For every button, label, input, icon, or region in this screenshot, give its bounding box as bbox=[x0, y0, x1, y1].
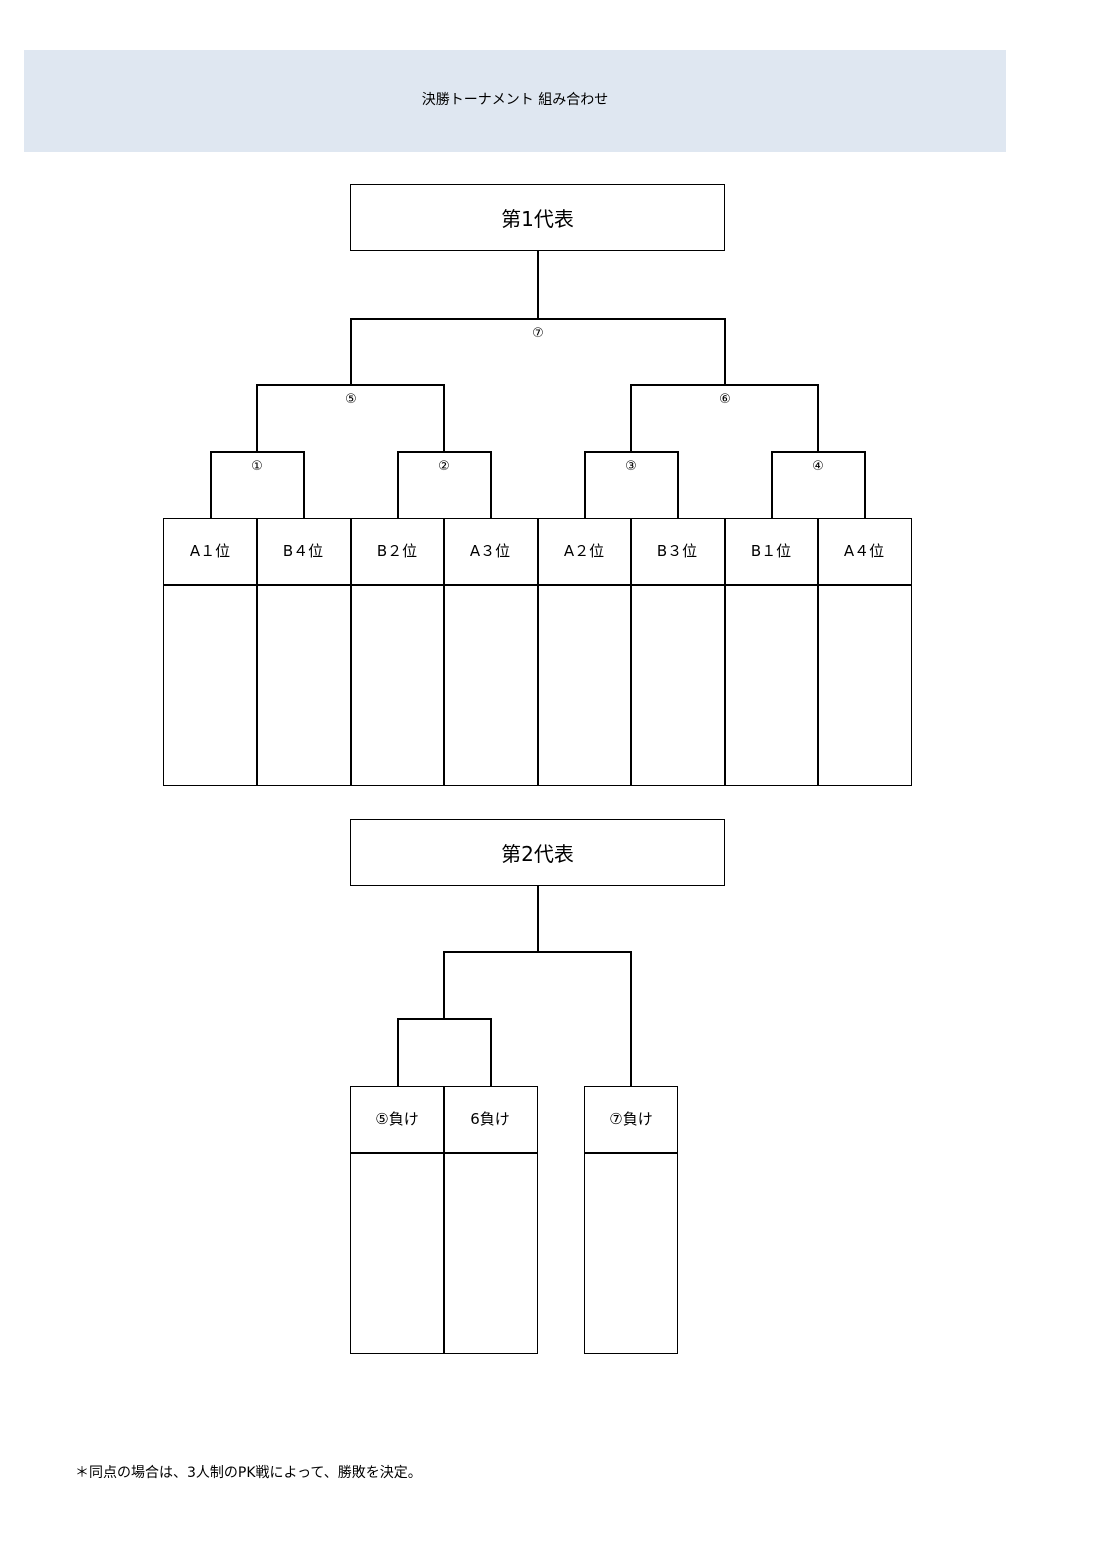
table-divider bbox=[630, 518, 632, 786]
second-representative-box: 第2代表 bbox=[350, 819, 725, 886]
bracket-line bbox=[350, 318, 352, 385]
table-divider bbox=[256, 518, 258, 786]
team-label-a1: A１位 bbox=[189, 542, 231, 560]
table-divider bbox=[817, 518, 819, 786]
bracket-line bbox=[677, 451, 679, 518]
table-divider bbox=[443, 518, 445, 786]
bracket-line bbox=[771, 451, 866, 453]
team-table bbox=[584, 1086, 678, 1354]
bracket-line bbox=[864, 451, 866, 518]
bracket-line bbox=[817, 384, 819, 451]
table-divider bbox=[350, 518, 352, 786]
bracket-line bbox=[210, 451, 212, 518]
team-label-a4: A４位 bbox=[843, 542, 885, 560]
team-label-a2: A２位 bbox=[563, 542, 605, 560]
match-number-2: ② bbox=[438, 459, 450, 474]
team-label-b4: B４位 bbox=[282, 542, 324, 560]
bracket-line bbox=[397, 1018, 399, 1086]
bracket-line bbox=[397, 451, 399, 518]
team-label-loser-7: ⑦負け bbox=[609, 1110, 653, 1128]
bracket-line bbox=[724, 318, 726, 385]
bracket-line bbox=[397, 451, 492, 453]
bracket-line bbox=[584, 451, 586, 518]
table-divider bbox=[537, 518, 539, 786]
bracket-line bbox=[630, 384, 632, 451]
second-representative-label: 第2代表 bbox=[501, 842, 574, 866]
match-number-1: ① bbox=[251, 459, 263, 474]
team-label-a3: A３位 bbox=[469, 542, 511, 560]
bracket-line bbox=[350, 318, 726, 320]
match-number-4: ④ bbox=[812, 459, 824, 474]
team-label-b3: B３位 bbox=[656, 542, 698, 560]
bracket-line bbox=[537, 886, 539, 952]
team-label-loser-5: ⑤負け bbox=[375, 1110, 419, 1128]
bracket-line bbox=[537, 251, 539, 318]
bracket-line bbox=[443, 951, 445, 1019]
bracket-line bbox=[210, 451, 305, 453]
bracket-line bbox=[256, 384, 445, 386]
team-label-loser-6: 6負け bbox=[470, 1110, 510, 1128]
bracket-line bbox=[397, 1018, 492, 1020]
bracket-line bbox=[443, 951, 632, 953]
footnote: ＊同点の場合は、3人制のPK戦によって、勝敗を決定。 bbox=[75, 1465, 422, 1481]
team-label-b1: B１位 bbox=[750, 542, 792, 560]
match-number-7: ⑦ bbox=[532, 326, 544, 341]
bracket-line bbox=[630, 951, 632, 1086]
first-representative-box: 第1代表 bbox=[350, 184, 725, 251]
header-banner: 決勝トーナメント 組み合わせ bbox=[24, 50, 1006, 152]
bracket-line bbox=[303, 451, 305, 518]
bracket-line bbox=[771, 451, 773, 518]
first-representative-label: 第1代表 bbox=[501, 207, 574, 231]
table-divider bbox=[443, 1086, 445, 1354]
bracket-line bbox=[256, 384, 258, 451]
table-divider bbox=[724, 518, 726, 786]
table-divider bbox=[584, 1152, 678, 1154]
bracket-line bbox=[490, 1018, 492, 1086]
bracket-line bbox=[490, 451, 492, 518]
bracket-line bbox=[630, 384, 819, 386]
match-number-6: ⑥ bbox=[719, 392, 731, 407]
match-number-3: ③ bbox=[625, 459, 637, 474]
team-label-b2: B２位 bbox=[376, 542, 418, 560]
match-number-5: ⑤ bbox=[345, 392, 357, 407]
bracket-line bbox=[443, 384, 445, 451]
page-title: 決勝トーナメント 組み合わせ bbox=[421, 92, 609, 108]
bracket-line bbox=[584, 451, 679, 453]
